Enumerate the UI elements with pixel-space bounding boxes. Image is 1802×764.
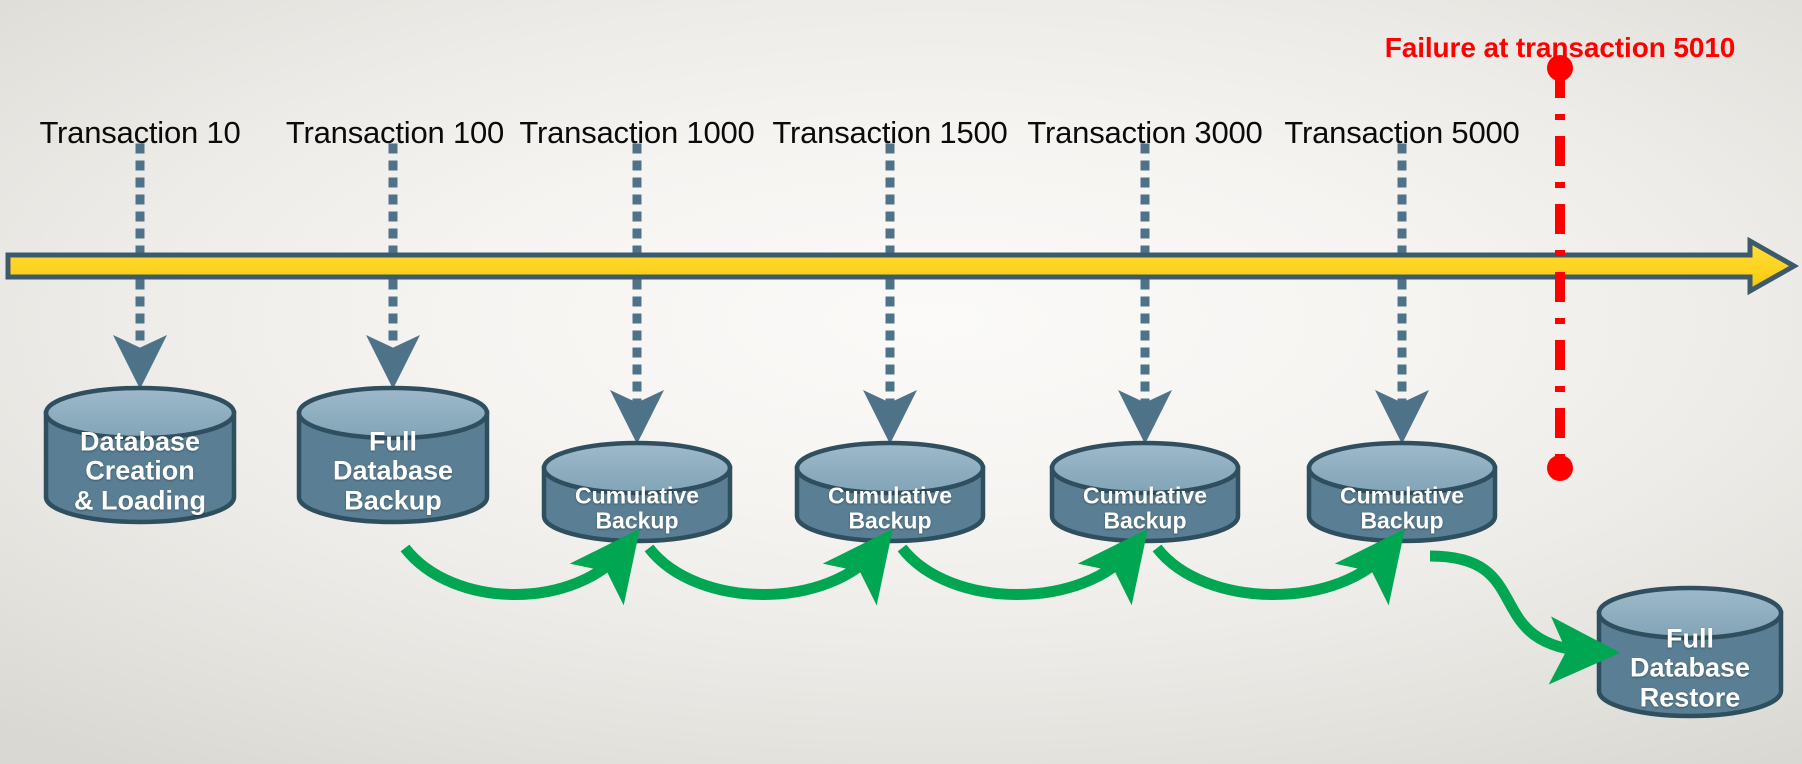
cylinder-full-database-backup[interactable] [296,385,490,525]
transaction-label-1: Transaction 100 [285,115,505,150]
cylinder-cumulative-backup-3000[interactable] [1049,440,1241,544]
transaction-timeline-arrow [5,236,1800,296]
green-arrow-4 [1152,528,1405,606]
cylinder-top-ellipse [1306,440,1498,496]
transaction-label-0: Transaction 10 [39,115,241,150]
failure-caption: Failure at transaction 5010 [1384,32,1736,63]
green-arrow-1 [400,528,640,606]
green-arrow-final [1429,550,1621,685]
cylinder-full-database-restore[interactable] [1596,585,1784,719]
cylinder-body [1596,610,1784,719]
cylinder-cumulative-backup-5000[interactable] [1306,440,1498,544]
cylinder-top-ellipse [1049,440,1241,496]
failure-marker-bottom-dot [1547,455,1573,481]
transaction-label-5: Transaction 5000 [1284,115,1520,150]
cylinder-top-ellipse [296,385,490,441]
green-arrow-3 [897,528,1148,606]
cylinder-top-ellipse [1596,585,1784,641]
cylinder-body [296,410,490,525]
cylinder-top-ellipse [541,440,733,496]
cylinder-cumulative-backup-1500[interactable] [794,440,986,544]
cylinder-database-creation-loading[interactable] [43,385,237,525]
failure-marker-top-dot [1547,55,1573,81]
cylinder-top-ellipse [794,440,986,496]
transaction-label-2: Transaction 1000 [519,115,755,150]
transaction-label-4: Transaction 3000 [1027,115,1263,150]
green-arrow-2 [644,528,893,606]
transaction-label-3: Transaction 1500 [772,115,1008,150]
cylinder-top-ellipse [43,385,237,441]
cylinder-body [43,410,237,525]
cylinder-cumulative-backup-1000[interactable] [541,440,733,544]
